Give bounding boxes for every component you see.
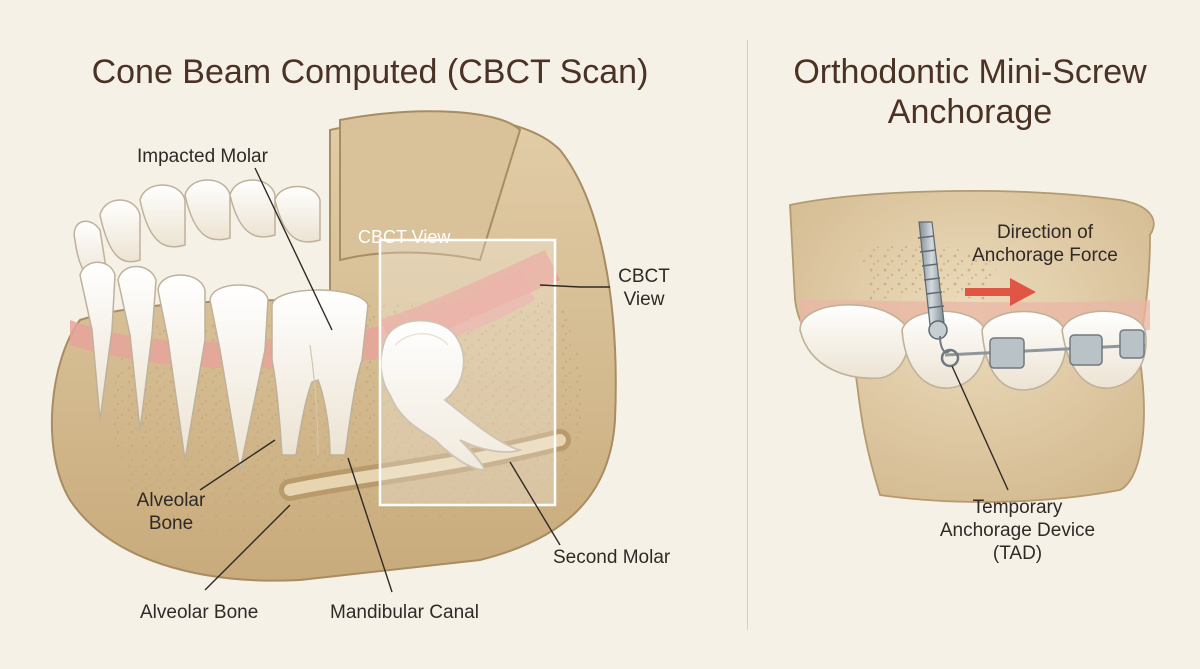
left-leader-lines <box>199 167 610 593</box>
impacted-molar-shape <box>379 319 524 471</box>
label-temporary-anchorage-device: Temporary Anchorage Device (TAD) <box>939 497 1096 564</box>
label-impacted-molar: Impacted Molar <box>137 146 268 167</box>
label-second-molar: Second Molar <box>553 547 671 568</box>
panel-divider <box>747 40 748 630</box>
label-mandibular-canal: Mandibular Canal <box>330 602 479 623</box>
upper-teeth <box>73 179 321 283</box>
label-alveolar-bone-upper: Alveolar Bone <box>136 490 206 534</box>
right-leader-lines <box>951 365 1009 491</box>
label-direction-anchorage-force: Direction of Anchorage Force <box>972 222 1118 266</box>
label-cbct-view-box: CBCT View <box>358 227 451 247</box>
cbct-view-box <box>378 238 557 507</box>
mini-screw <box>917 221 960 368</box>
label-alveolar-bone-lower: Alveolar Bone <box>140 602 259 623</box>
label-cbct-view-side: CBCT View <box>618 266 670 310</box>
braces <box>944 329 1146 369</box>
right-panel-title: Orthodontic Mini-Screw Anchorage <box>793 53 1147 131</box>
force-arrow <box>965 278 1036 306</box>
left-panel-title: Cone Beam Computed (CBCT Scan) <box>91 53 649 91</box>
lower-teeth <box>79 261 369 471</box>
